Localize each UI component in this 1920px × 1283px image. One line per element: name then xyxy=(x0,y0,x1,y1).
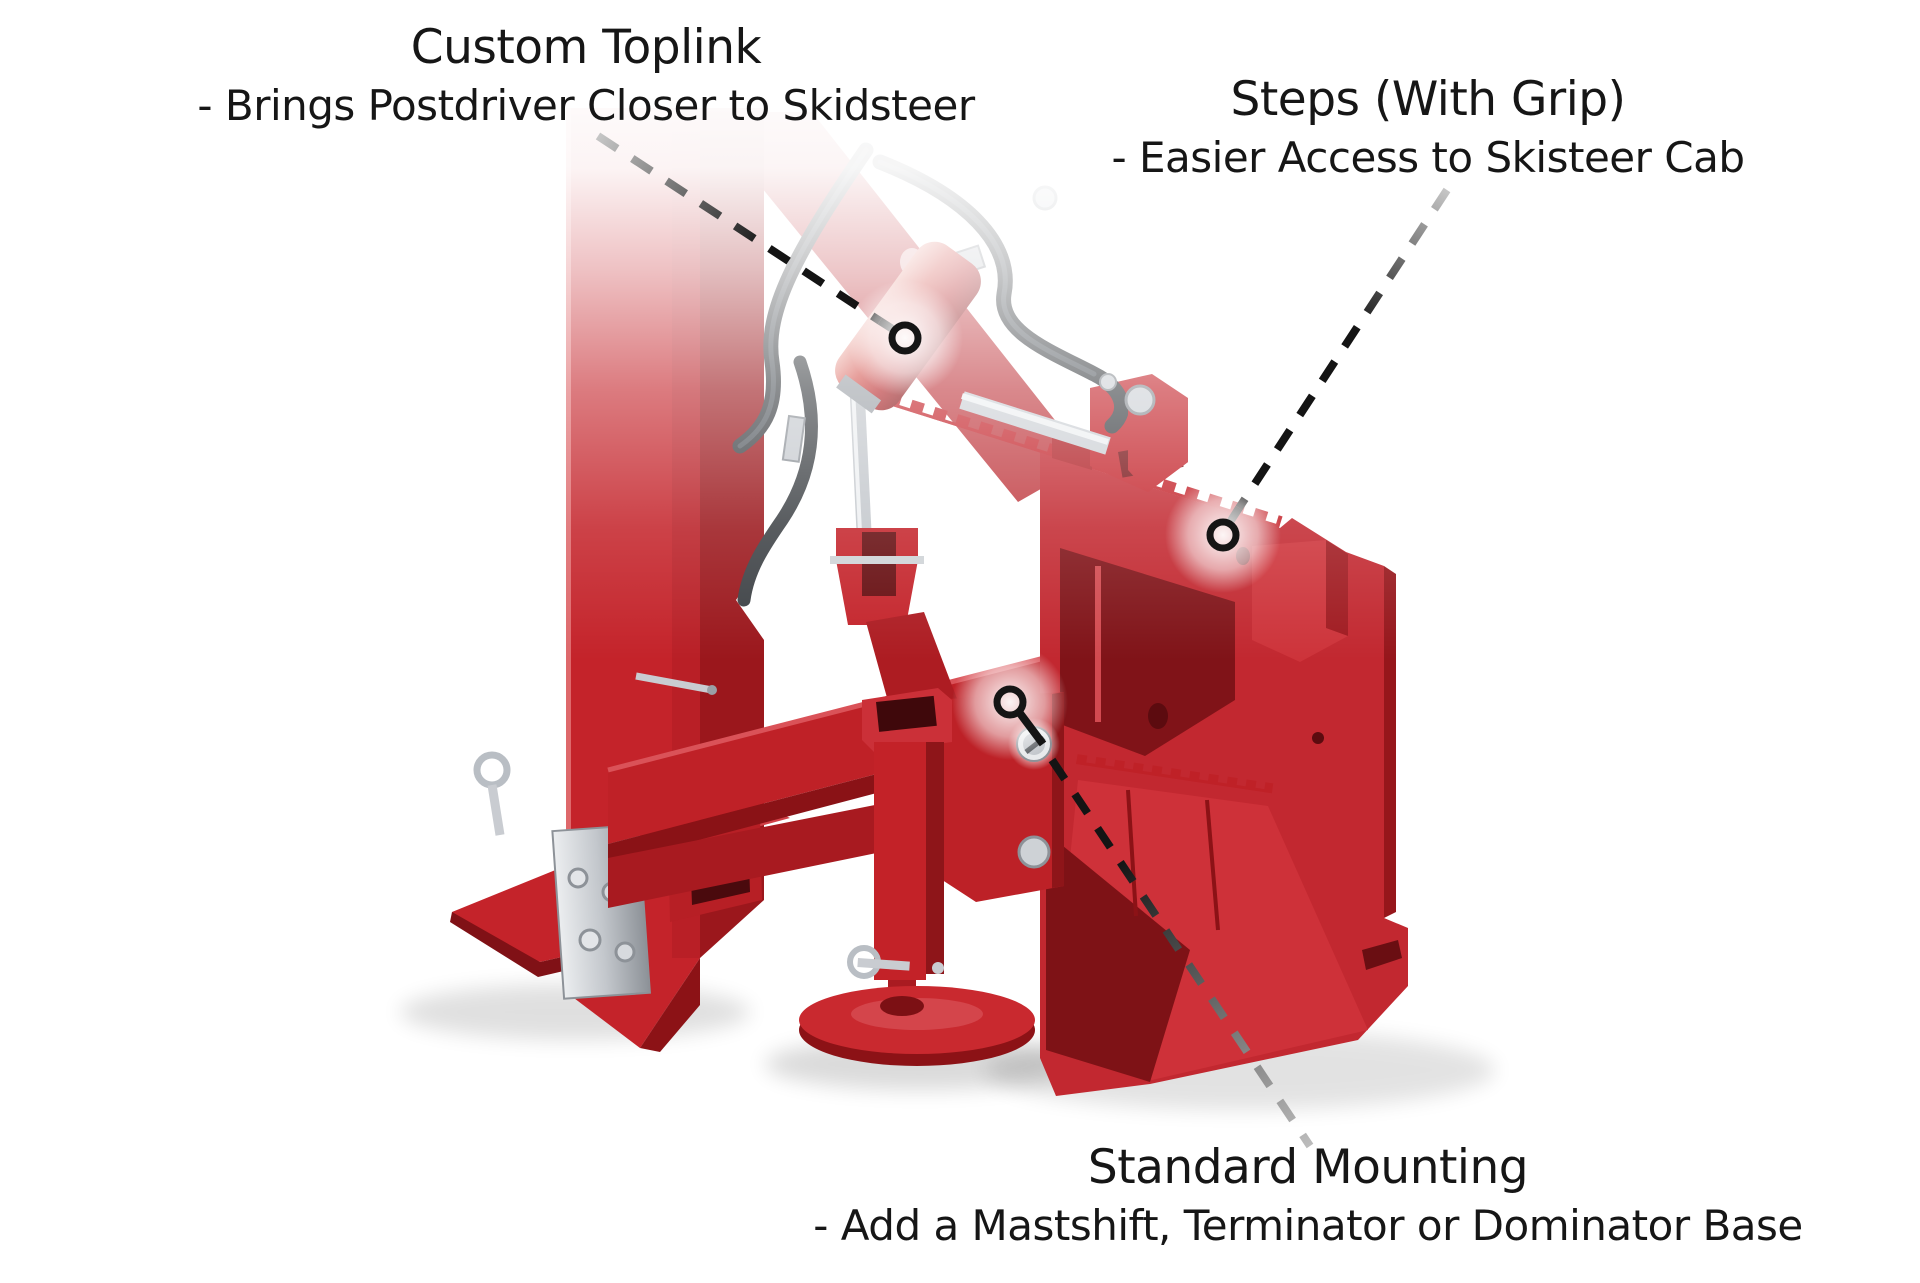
foot-pad xyxy=(799,980,1035,1066)
target-marker-steps xyxy=(1206,518,1240,552)
annotation-mounting-title: Standard Mounting xyxy=(1087,1140,1529,1195)
annotation-steps-title: Steps (With Grip) xyxy=(1230,72,1626,127)
leader-line-steps xyxy=(1165,187,1451,593)
target-marker-mounting xyxy=(993,685,1027,719)
leader-line-mounting xyxy=(952,644,1314,1149)
annotation-toplink-subtitle: - Brings Postdriver Closer to Skidsteer xyxy=(197,80,975,130)
annotation-mounting-subtitle: - Add a Mastshift, Terminator or Dominat… xyxy=(813,1200,1803,1250)
leader-line-toplink xyxy=(595,132,963,396)
annotation-steps-subtitle: - Easier Access to Skisteer Cab xyxy=(1111,132,1745,182)
annotation-mounting: Standard Mounting - Add a Mastshift, Ter… xyxy=(813,1140,1803,1250)
skid-foot xyxy=(450,751,651,1000)
grip-serration-lower xyxy=(1076,752,1274,794)
annotation-steps: Steps (With Grip) - Easier Access to Ski… xyxy=(1111,72,1745,182)
annotation-toplink-title: Custom Toplink xyxy=(410,20,762,75)
annotation-toplink: Custom Toplink - Brings Postdriver Close… xyxy=(197,20,975,130)
target-marker-toplink xyxy=(888,321,922,355)
